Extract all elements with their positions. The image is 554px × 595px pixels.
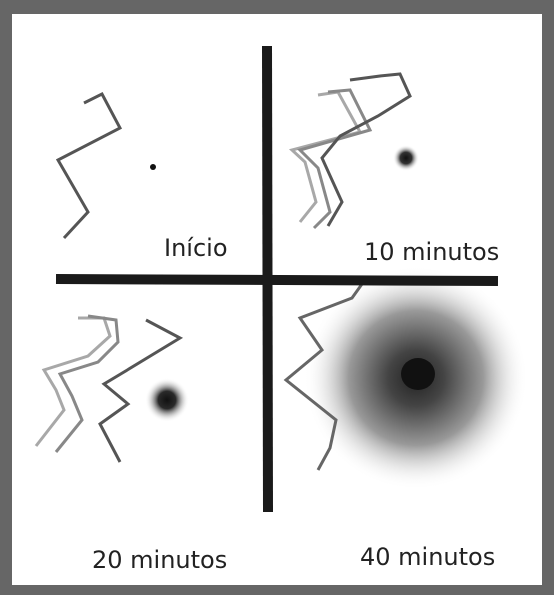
label-40-minutos: 40 minutos — [360, 543, 495, 571]
axis-horizontal — [56, 279, 498, 281]
spot-q3 — [145, 378, 189, 422]
label-10-minutos: 10 minutos — [364, 238, 499, 266]
spot-q1 — [150, 164, 156, 170]
path-q3-light — [36, 318, 110, 446]
spot-q2 — [393, 145, 419, 171]
spot-q4 — [401, 358, 435, 390]
path-q1 — [58, 94, 120, 238]
label-inicio: Início — [164, 234, 228, 262]
label-20-minutos: 20 minutos — [92, 546, 227, 574]
